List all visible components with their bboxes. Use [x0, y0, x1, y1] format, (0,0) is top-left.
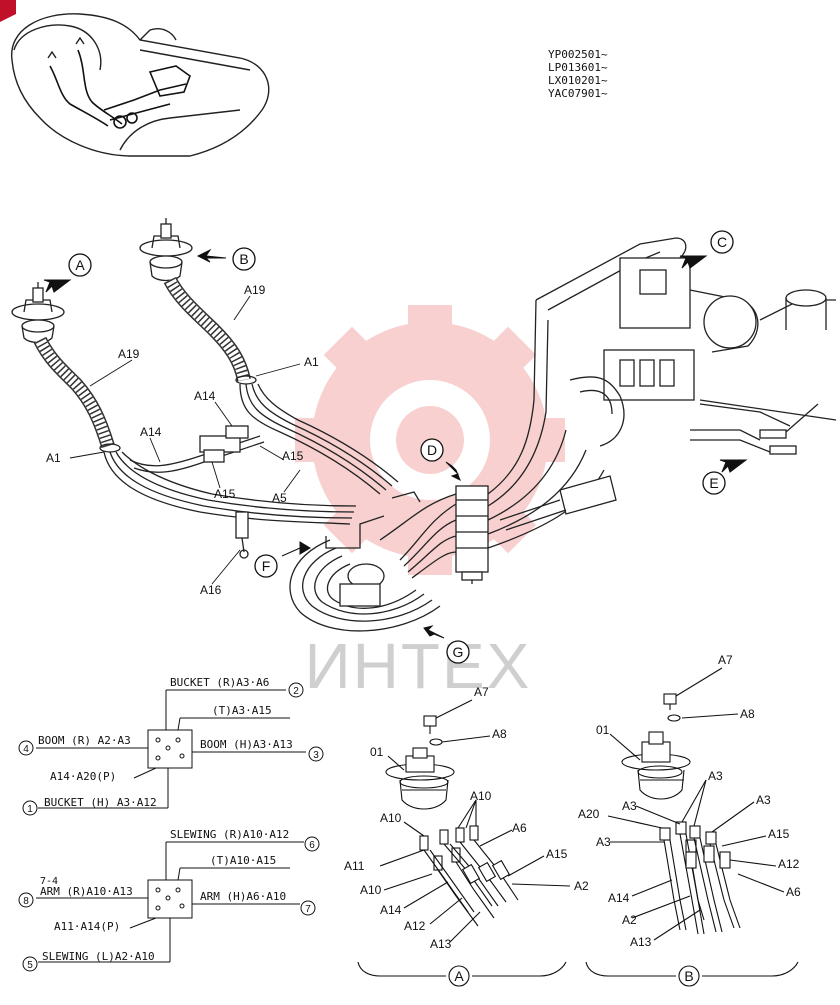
pattern-t-1: (T)A3·A15: [212, 704, 272, 717]
detail-a-drawing: [357, 699, 571, 987]
pattern-boom-h: BOOM (H)A3·A13: [200, 738, 293, 751]
port-num-3: 3: [313, 750, 319, 761]
callout-f: F: [262, 558, 271, 574]
detail-b-a20: A20: [578, 807, 600, 821]
pattern-arm-h: ARM (H)A6·A10: [200, 890, 286, 903]
callouts: [68, 230, 734, 664]
main-part-labels: A19 A19 A1 A1 A14 A14 A15 A15 A5 A16: [46, 283, 319, 597]
label-a19-right: A19: [244, 283, 266, 297]
detail-b-a14: A14: [608, 891, 630, 905]
detail-b-a8: A8: [740, 707, 755, 721]
page-corner-mark: [0, 0, 16, 22]
pattern-boom-bucket: [18, 682, 324, 816]
detail-b-drawing: [585, 667, 799, 987]
label-a14-upper: A14: [194, 389, 216, 403]
label-a15-lower: A15: [214, 487, 236, 501]
label-a5: A5: [272, 491, 287, 505]
detail-a-01: 01: [370, 745, 384, 759]
serial-3: LX010201~: [548, 74, 608, 87]
port-num-6: 6: [309, 840, 315, 851]
port-num-4: 4: [23, 744, 29, 755]
detail-a-a2: A2: [574, 879, 589, 893]
port-num-8: 8: [23, 896, 29, 907]
main-hose-assembly: [11, 218, 837, 632]
detail-a-a13: A13: [430, 937, 452, 951]
detail-b-a3-mid: A3: [622, 799, 637, 813]
detail-b-a3-left: A3: [596, 835, 611, 849]
callout-a: A: [75, 257, 85, 273]
serial-1: YP002501~: [548, 48, 608, 61]
detail-b-a6: A6: [786, 885, 801, 899]
label-a15-mid: A15: [282, 449, 304, 463]
pilot-valve-a: [11, 282, 65, 344]
pattern-p-2: A11·A14(P): [54, 920, 120, 933]
pattern-boom-bucket-labels: BUCKET (R)A3·A6 (T)A3·A15 BOOM (R) A2·A3…: [23, 676, 319, 815]
control-valve-d: [455, 485, 489, 584]
label-a16: A16: [200, 583, 222, 597]
pattern-ref: 7-4: [40, 876, 58, 887]
serial-list: YP002501~ LP013601~ LX010201~ YAC07901~: [548, 48, 608, 100]
label-a1-right: A1: [304, 355, 319, 369]
pattern-t-2: (T)A10·A15: [210, 854, 276, 867]
detail-a-a10-top: A10: [470, 789, 492, 803]
pattern-slewing-l: SLEWING (L)A2·A10: [42, 950, 155, 963]
detail-b-01: 01: [596, 723, 610, 737]
pattern-arm-r: ARM (R)A10·A13: [40, 885, 133, 898]
detail-b-a2: A2: [622, 913, 637, 927]
detail-b-labels: A7 A8 01 A3 A3 A20 A3 A3 A15 A12 A14 A6 …: [578, 653, 801, 984]
pattern-boom-r: BOOM (R) A2·A3: [38, 734, 131, 747]
detail-b-a13: A13: [630, 935, 652, 949]
label-a19-left: A19: [118, 347, 140, 361]
detail-b-label: B: [684, 968, 693, 984]
pattern-slewing-r: SLEWING (R)A10·A12: [170, 828, 289, 841]
detail-a-a15: A15: [546, 847, 568, 861]
machine-thumbnail: [11, 13, 270, 157]
detail-a-label: A: [454, 968, 464, 984]
detail-a-a11: A11: [344, 859, 365, 873]
detail-b-a15: A15: [768, 827, 790, 841]
pattern-arm-slewing: [18, 836, 320, 972]
port-num-1: 1: [27, 804, 33, 815]
serial-2: LP013601~: [548, 61, 608, 74]
pattern-arm-slewing-labels: SLEWING (R)A10·A12 (T)A10·A15 7-4 ARM (R…: [23, 828, 315, 971]
port-num-7: 7: [305, 904, 311, 915]
main-leaders: [69, 295, 301, 585]
callout-c: C: [717, 234, 727, 250]
detail-b-a7: A7: [718, 653, 733, 667]
detail-a-a7: A7: [474, 685, 489, 699]
callout-b: B: [239, 251, 248, 267]
callout-e: E: [709, 475, 718, 491]
detail-a-a14: A14: [380, 903, 402, 917]
watermark-gear: [295, 305, 565, 575]
pattern-bucket-h: BUCKET (H) A3·A12: [44, 796, 157, 809]
label-a1-left: A1: [46, 451, 61, 465]
port-num-2: 2: [293, 686, 299, 697]
detail-a-labels: A7 A8 01 A10 A10 A6 A15 A11 A10 A2 A14 A…: [344, 685, 589, 984]
watermark-text: ИНТЕХ: [305, 630, 532, 702]
detail-a-a6: A6: [512, 821, 527, 835]
detail-a-a12: A12: [404, 919, 426, 933]
callout-letters: A B C D E F G: [75, 234, 727, 660]
detail-a-a10-mid: A10: [360, 883, 382, 897]
detail-b-a3-top: A3: [708, 769, 723, 783]
callout-arrows: [43, 248, 748, 639]
callout-d: D: [427, 442, 437, 458]
detail-b-a3-right: A3: [756, 793, 771, 807]
serial-4: YAC07901~: [548, 87, 608, 100]
detail-b-a12: A12: [778, 857, 800, 871]
detail-a-a10-left: A10: [380, 811, 402, 825]
detail-a-a8: A8: [492, 727, 507, 741]
pattern-p-1: A14·A20(P): [50, 770, 116, 783]
label-a14-lower: A14: [140, 425, 162, 439]
pilot-valve-b: [139, 218, 193, 282]
pattern-bucket-r: BUCKET (R)A3·A6: [170, 676, 269, 689]
callout-g: G: [453, 644, 464, 660]
port-num-5: 5: [27, 960, 33, 971]
